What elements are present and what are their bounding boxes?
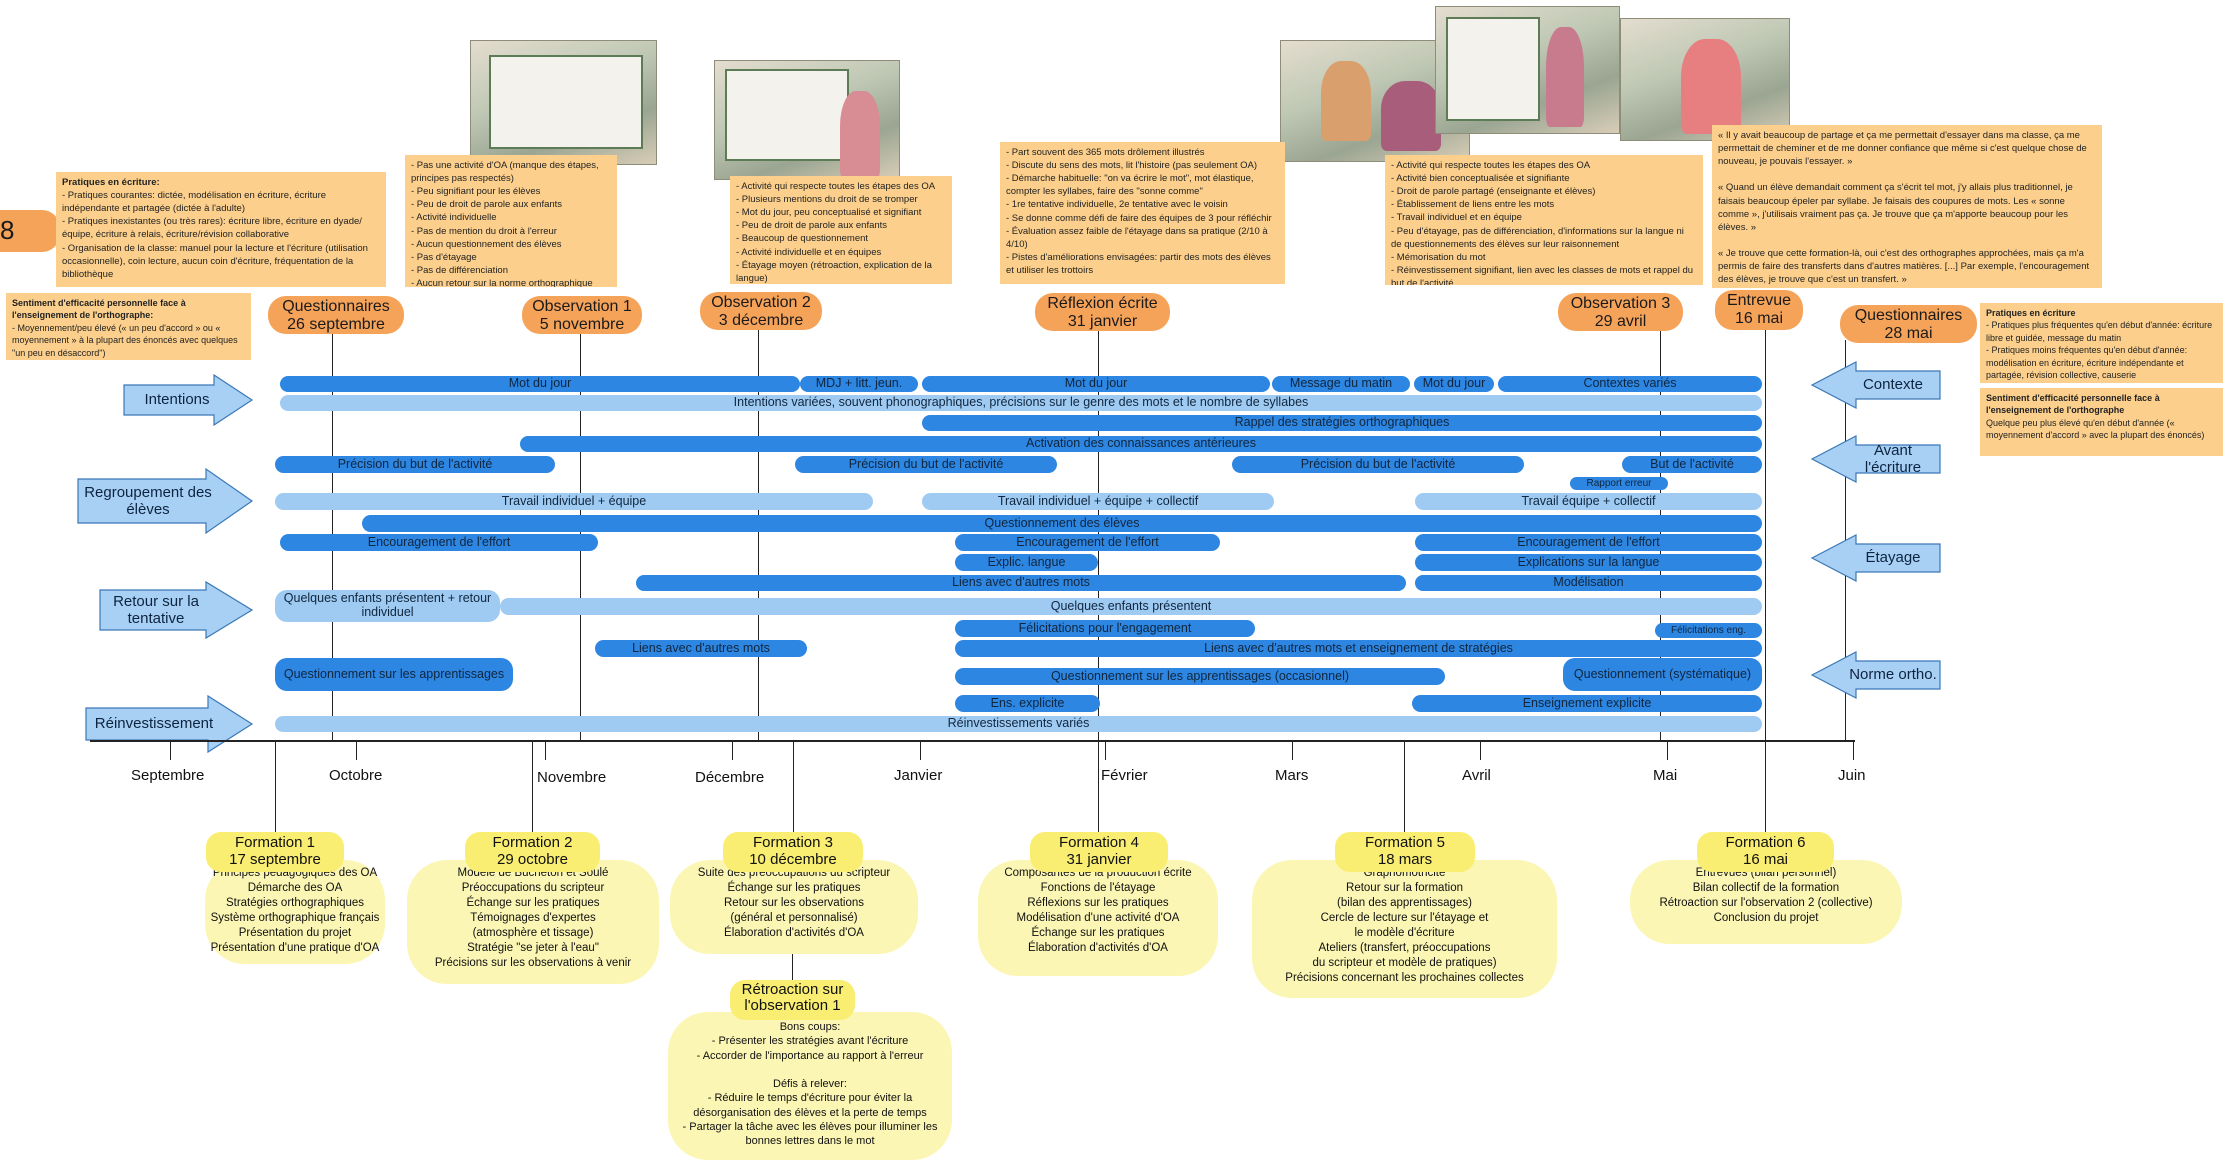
note-reflexion-ecrite: - Part souvent des 365 mots drôlement il…: [1000, 142, 1285, 284]
category-reinvestissement: Réinvestissement: [84, 694, 254, 754]
category-norme-ortho: Norme ortho.: [1810, 650, 1942, 700]
bar-precision-but-2: Précision du but de l'activité: [795, 456, 1057, 473]
classroom-photo-2: [714, 60, 900, 180]
formation-3-content: Suite des préoccupations du scripteur Éc…: [670, 860, 918, 954]
category-regroupement: Regroupement des élèves: [76, 467, 254, 535]
bar-encouragement-1: Encouragement de l'effort: [280, 534, 598, 551]
partial-event-pill: 8: [0, 210, 60, 252]
bar-but-activite: But de l'activité: [1622, 456, 1762, 473]
bar-message-du-matin: Message du matin: [1272, 376, 1410, 392]
note-entrevue: « Il y avait beaucoup de partage et ça m…: [1712, 125, 2102, 288]
bar-mot-du-jour-3: Mot du jour: [1414, 376, 1494, 392]
month-avril: Avril: [1462, 767, 1491, 784]
retroaction-content: Bons coups: - Présenter les stratégies a…: [668, 1012, 952, 1160]
month-axis: [90, 740, 1855, 742]
bar-rappel-strategies: Rappel des stratégies orthographiques: [922, 415, 1762, 431]
note-observation-3: - Activité qui respecte toutes les étape…: [1385, 155, 1703, 285]
bar-mot-du-jour-2: Mot du jour: [922, 376, 1270, 392]
month-fevrier: Février: [1101, 767, 1148, 784]
note-observation-1: - Pas une activité d'OA (manque des étap…: [405, 155, 617, 287]
month-mars: Mars: [1275, 767, 1309, 784]
category-etayage: Étayage: [1810, 533, 1942, 583]
bar-questionnement-eleves: Questionnement des élèves: [362, 515, 1762, 532]
bar-explic-langue: Explic. langue: [955, 554, 1098, 571]
month-novembre: Novembre: [537, 769, 607, 786]
bar-precision-but-1: Précision du but de l'activité: [275, 456, 555, 473]
month-juin: Juin: [1838, 767, 1866, 784]
category-avant-ecriture: Avant l'écriture: [1810, 434, 1942, 484]
bar-liens-strategies: Liens avec d'autres mots et enseignement…: [955, 640, 1762, 657]
classroom-photo-5: [1620, 18, 1790, 141]
bar-rapport-erreur: Rapport erreur: [1570, 477, 1668, 490]
category-contexte: Contexte: [1810, 360, 1942, 410]
formation-2-content: Modèle de Bucheton et Soulé Préoccupatio…: [407, 860, 659, 984]
month-mai: Mai: [1653, 767, 1678, 784]
bar-encouragement-3: Encouragement de l'effort: [1415, 534, 1762, 551]
note-sentiment-debut: Sentiment d'efficacité personnelle face …: [6, 293, 251, 360]
note-pratiques-ecriture-debut: Pratiques en écriture: - Pratiques coura…: [56, 172, 386, 287]
bar-questionnement-apprentissages-1: Questionnement sur les apprentissages: [275, 658, 513, 691]
category-retour-tentative: Retour sur la tentative: [98, 580, 254, 640]
month-octobre: Octobre: [329, 767, 383, 784]
bar-travail-indiv-equipe-collectif: Travail individuel + équipe + collectif: [922, 493, 1274, 510]
bar-quelques-enfants-retour: Quelques enfants présentent + retour ind…: [275, 590, 500, 622]
bar-questionnement-apprentissages-2: Questionnement sur les apprentissages (o…: [955, 668, 1445, 685]
bar-liens-autres-mots-2: Liens avec d'autres mots: [595, 640, 807, 657]
bar-mdj-litt-jeun: MDJ + litt. jeun.: [800, 376, 918, 392]
bar-reinvestissements-varies: Réinvestissements variés: [275, 716, 1762, 732]
month-septembre: Septembre: [131, 767, 205, 784]
bar-questionnement-systematique: Questionnement (systématique): [1563, 658, 1762, 691]
note-observation-2: - Activité qui respecte toutes les étape…: [730, 176, 952, 284]
bar-felicitations-eng: Félicitations eng.: [1655, 623, 1762, 638]
bar-contextes-varies: Contextes variés: [1498, 376, 1762, 392]
bar-explications-langue: Explications sur la langue: [1415, 554, 1762, 571]
bar-precision-but-3: Précision du but de l'activité: [1232, 456, 1524, 473]
month-janvier: Janvier: [894, 767, 943, 784]
formation-6-content: Entrevues (bilan personnel) Bilan collec…: [1630, 860, 1902, 944]
formation-1-content: Principes pédagogiques des OA Démarche d…: [205, 860, 385, 964]
bar-encouragement-2: Encouragement de l'effort: [955, 534, 1220, 551]
note-pratiques-ecriture-fin: Pratiques en écriture - Pratiques plus f…: [1980, 303, 2223, 383]
bar-quelques-enfants-presentent: Quelques enfants présentent: [500, 598, 1762, 615]
formation-4-content: Composantes de la production écrite Fonc…: [978, 860, 1218, 976]
month-decembre: Décembre: [695, 769, 765, 786]
bar-ens-explicite: Ens. explicite: [955, 695, 1100, 712]
bar-travail-equipe-collectif: Travail équipe + collectif: [1415, 493, 1762, 510]
bar-mot-du-jour-1: Mot du jour: [280, 376, 800, 392]
retroaction-title: Rétroaction sur l'observation 1: [730, 980, 855, 1020]
bar-liens-autres-mots-1: Liens avec d'autres mots: [636, 575, 1406, 591]
bar-intentions-variees: Intentions variées, souvent phonographiq…: [280, 395, 1762, 411]
bar-activation-connaissances: Activation des connaissances antérieures: [520, 436, 1762, 452]
bar-enseignement-explicite: Enseignement explicite: [1412, 695, 1762, 712]
category-intentions: Intentions: [122, 373, 254, 427]
bar-travail-individuel-equipe: Travail individuel + équipe: [275, 493, 873, 510]
classroom-photo-1: [470, 40, 657, 165]
note-sentiment-fin: Sentiment d'efficacité personnelle face …: [1980, 388, 2223, 456]
classroom-photo-4: [1435, 6, 1620, 134]
bar-modelisation: Modélisation: [1415, 575, 1762, 591]
bar-felicitations-engagement: Félicitations pour l'engagement: [955, 620, 1255, 637]
formation-5-content: Graphomotricité Retour sur la formation …: [1252, 860, 1557, 998]
